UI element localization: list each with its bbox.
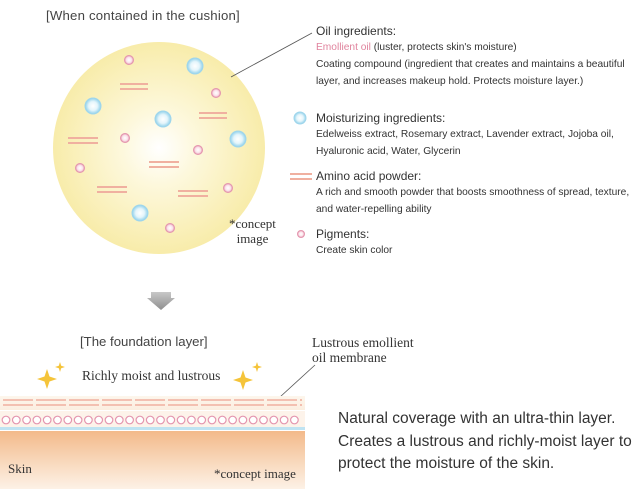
pigment-dot	[63, 415, 73, 425]
pigment-dot	[186, 415, 196, 425]
description-line-1: Natural coverage with an ultra-thin laye…	[338, 410, 616, 427]
pigment-dot	[125, 415, 135, 425]
description-line-2: Creates a lustrous and richly-moist laye…	[338, 432, 632, 450]
pigment-dot	[124, 55, 134, 65]
pigment-dot	[11, 415, 21, 425]
moisture-bubble	[229, 130, 247, 148]
pigment-dot	[279, 415, 289, 425]
concept-line-2: image	[236, 231, 269, 246]
pigment-dot	[269, 415, 279, 425]
moisture-bubble	[186, 57, 204, 75]
sparkle-icon	[233, 362, 262, 390]
membrane-film	[0, 396, 305, 410]
pigment-dot	[53, 415, 62, 425]
amino-body: A rich and smooth powder that boosts smo…	[316, 187, 630, 215]
pigment-dot	[135, 415, 145, 425]
moisture-bubbles	[84, 57, 247, 222]
pigment-dot	[207, 415, 217, 425]
pigment-body: Create skin color	[316, 245, 393, 256]
foundation-description: Natural coverage with an ultra-thin laye…	[338, 408, 638, 476]
pigment-dot	[83, 415, 93, 425]
legend-moisture: Moisturizing ingredients: Edelweiss extr…	[316, 111, 636, 160]
pigment-icon	[297, 230, 305, 238]
legend-pigment: Pigments: Create skin color	[316, 227, 636, 259]
skin-layer	[0, 431, 305, 489]
pigment-dot	[228, 415, 238, 425]
pigment-dot	[75, 163, 85, 173]
pigment-row	[1, 415, 299, 425]
pigment-dot	[217, 415, 227, 425]
down-arrow-icon	[147, 292, 175, 310]
oil-body: Coating compound (ingredient that create…	[316, 59, 625, 87]
pigment-dot	[166, 415, 176, 425]
pigment-dot	[32, 415, 42, 425]
membrane-line-2: oil membrane	[312, 350, 387, 365]
pigment-dot	[120, 133, 130, 143]
legend-amino: Amino acid powder: A rich and smooth pow…	[316, 169, 636, 218]
oil-emollient-line: Emollient oil (luster, protects skin's m…	[316, 39, 636, 56]
pigment-dot	[238, 415, 248, 425]
emollient-oil-desc: (luster, protects skin's moisture)	[370, 42, 517, 53]
pigment-dot	[94, 415, 104, 425]
pigment-dot	[248, 415, 258, 425]
pigment-dot	[104, 415, 114, 425]
sparkle-icon	[37, 362, 65, 389]
moisture-bubble	[84, 97, 102, 115]
emollient-oil-label: Emollient oil	[316, 42, 371, 53]
concept-line-1: *concept	[229, 216, 276, 231]
moisture-line	[0, 427, 305, 430]
pigment-dot	[22, 415, 32, 425]
moisture-bubble	[154, 110, 172, 128]
pigment-dot	[223, 183, 233, 193]
concept-label-bottom: *concept image	[214, 466, 296, 481]
leader-line-oil	[230, 32, 313, 78]
membrane-line-1: Lustrous emollient	[312, 335, 414, 350]
pigment-dot	[73, 415, 83, 425]
pigment-dots	[75, 55, 233, 233]
leader-line-membrane	[279, 364, 316, 398]
pigment-dot	[176, 415, 186, 425]
pigment-dot	[165, 223, 175, 233]
pigment-dot	[42, 415, 52, 425]
moisture-body: Edelweiss extract, Rosemary extract, Lav…	[316, 129, 614, 157]
oil-title: Oil ingredients:	[316, 24, 397, 38]
pigment-dot	[114, 415, 124, 425]
amino-icon	[290, 173, 312, 180]
moist-label: Richly moist and lustrous	[82, 368, 221, 383]
foundation-heading: [The foundation layer]	[80, 334, 208, 349]
description-line-3: protect the moisture of the skin.	[338, 455, 555, 472]
concept-label-top: *concept image	[229, 216, 276, 246]
membrane-label: Lustrous emollient oil membrane	[312, 335, 414, 365]
pigment-dot	[211, 88, 221, 98]
legend-oil: Oil ingredients: Emollient oil (luster, …	[316, 24, 636, 90]
amino-bars	[68, 83, 227, 197]
pigment-dot	[145, 415, 155, 425]
moisture-icon	[293, 111, 307, 125]
amino-title: Amino acid powder:	[316, 169, 422, 183]
membrane-lines	[3, 399, 302, 406]
moisture-title: Moisturizing ingredients:	[316, 111, 446, 125]
pigment-dot	[197, 415, 207, 425]
pigment-title: Pigments:	[316, 227, 370, 241]
pigment-dot	[1, 415, 11, 425]
skin-label: Skin	[8, 461, 32, 476]
pigment-dot	[193, 145, 203, 155]
moisture-bubble	[131, 204, 149, 222]
pigment-dot	[156, 415, 165, 425]
pigment-dot	[290, 415, 299, 425]
pigment-dot	[259, 415, 268, 425]
cushion-heading: [When contained in the cushion]	[46, 8, 240, 23]
